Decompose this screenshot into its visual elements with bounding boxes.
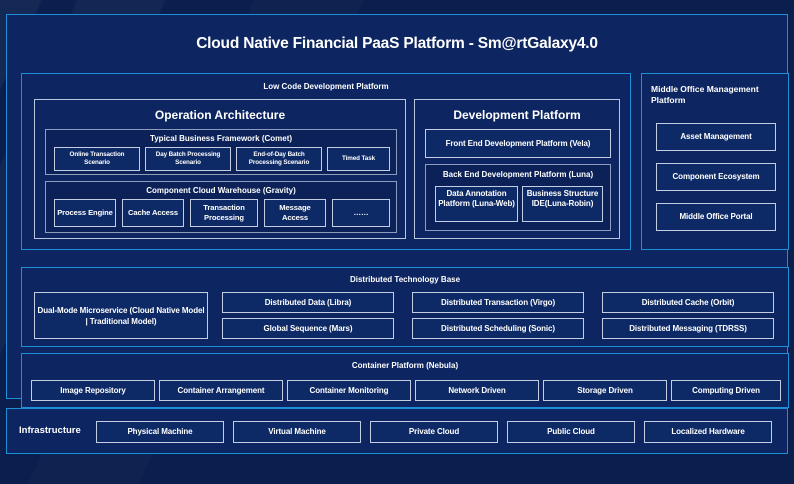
luna-item-business-structure-ide[interactable]: Business Structure IDE(Luna-Robin) xyxy=(522,186,603,222)
luna-title: Back End Development Platform (Luna) xyxy=(442,170,594,179)
distributed-technology-base: Distributed Technology Base Dual-Mode Mi… xyxy=(21,267,789,347)
container-item-network-driven[interactable]: Network Driven xyxy=(415,380,539,401)
low-code-development-platform: Low Code Development Platform Operation … xyxy=(21,73,631,250)
container-item-container-monitoring[interactable]: Container Monitoring xyxy=(287,380,411,401)
middle-office-item-middle-office-portal[interactable]: Middle Office Portal xyxy=(656,203,776,231)
development-platform-panel: Development Platform Front End Developme… xyxy=(414,99,620,239)
comet-item-end-of-day-batch[interactable]: End-of-Day Batch Processing Scenario xyxy=(236,147,322,171)
middle-office-item-component-ecosystem[interactable]: Component Ecosystem xyxy=(656,163,776,191)
middle-office-title: Middle Office Management Platform xyxy=(651,84,759,105)
infra-item-virtual-machine[interactable]: Virtual Machine xyxy=(233,421,361,443)
infra-item-localized-hardware[interactable]: Localized Hardware xyxy=(644,421,772,443)
container-platform-nebula: Container Platform (Nebula) Image Reposi… xyxy=(21,353,789,408)
development-platform-title: Development Platform xyxy=(453,108,581,122)
dtb-item-global-sequence[interactable]: Global Sequence (Mars) xyxy=(222,318,394,339)
front-end-development-platform-vela[interactable]: Front End Development Platform (Vela) xyxy=(425,129,611,158)
distributed-technology-base-title: Distributed Technology Base xyxy=(349,275,461,284)
container-item-storage-driven[interactable]: Storage Driven xyxy=(543,380,667,401)
gravity-item-cache-access[interactable]: Cache Access xyxy=(122,199,184,227)
gravity-title: Component Cloud Warehouse (Gravity) xyxy=(146,186,296,195)
middle-office-item-asset-management[interactable]: Asset Management xyxy=(656,123,776,151)
container-item-computing-driven[interactable]: Computing Driven xyxy=(671,380,781,401)
container-platform-title: Container Platform (Nebula) xyxy=(351,361,459,370)
gravity-item-more[interactable]: …… xyxy=(332,199,390,227)
comet-item-online-transaction[interactable]: Online Transaction Scenario xyxy=(54,147,140,171)
container-item-container-arrangement[interactable]: Container Arrangement xyxy=(159,380,283,401)
operation-architecture-title: Operation Architecture xyxy=(154,108,286,122)
back-end-development-platform-luna: Back End Development Platform (Luna) Dat… xyxy=(425,164,611,231)
dtb-item-distributed-data[interactable]: Distributed Data (Libra) xyxy=(222,292,394,313)
middle-office-management-platform: Middle Office Management Platform Asset … xyxy=(641,73,789,250)
infrastructure-band: Infrastructure Physical Machine Virtual … xyxy=(6,408,788,454)
gravity-item-process-engine[interactable]: Process Engine xyxy=(54,199,116,227)
operation-architecture-panel: Operation Architecture Typical Business … xyxy=(34,99,406,239)
infra-item-physical-machine[interactable]: Physical Machine xyxy=(96,421,224,443)
comet-item-timed-task[interactable]: Timed Task xyxy=(327,147,390,171)
page-title: Cloud Native Financial PaaS Platform - S… xyxy=(196,35,598,52)
component-cloud-warehouse-gravity: Component Cloud Warehouse (Gravity) Proc… xyxy=(45,181,397,233)
infra-item-public-cloud[interactable]: Public Cloud xyxy=(507,421,635,443)
container-item-image-repository[interactable]: Image Repository xyxy=(31,380,155,401)
dtb-item-distributed-messaging[interactable]: Distributed Messaging (TDRSS) xyxy=(602,318,774,339)
gravity-item-message-access[interactable]: Message Access xyxy=(264,199,326,227)
luna-item-data-annotation-platform[interactable]: Data Annotation Platform (Luna-Web) xyxy=(435,186,518,222)
gravity-item-transaction-processing[interactable]: Transaction Processing xyxy=(190,199,258,227)
platform-frame: Cloud Native Financial PaaS Platform - S… xyxy=(6,14,789,408)
dtb-item-distributed-transaction[interactable]: Distributed Transaction (Virgo) xyxy=(412,292,584,313)
infra-item-private-cloud[interactable]: Private Cloud xyxy=(370,421,498,443)
comet-item-day-batch[interactable]: Day Batch Processing Scenario xyxy=(145,147,231,171)
dual-mode-microservice[interactable]: Dual-Mode Microservice (Cloud Native Mod… xyxy=(34,292,208,339)
infrastructure-label: Infrastructure xyxy=(19,425,81,436)
low-code-title: Low Code Development Platform xyxy=(263,82,389,91)
dtb-item-distributed-cache[interactable]: Distributed Cache (Orbit) xyxy=(602,292,774,313)
typical-business-framework-comet: Typical Business Framework (Comet) Onlin… xyxy=(45,129,397,175)
dtb-item-distributed-scheduling[interactable]: Distributed Scheduling (Sonic) xyxy=(412,318,584,339)
comet-title: Typical Business Framework (Comet) xyxy=(149,134,293,143)
